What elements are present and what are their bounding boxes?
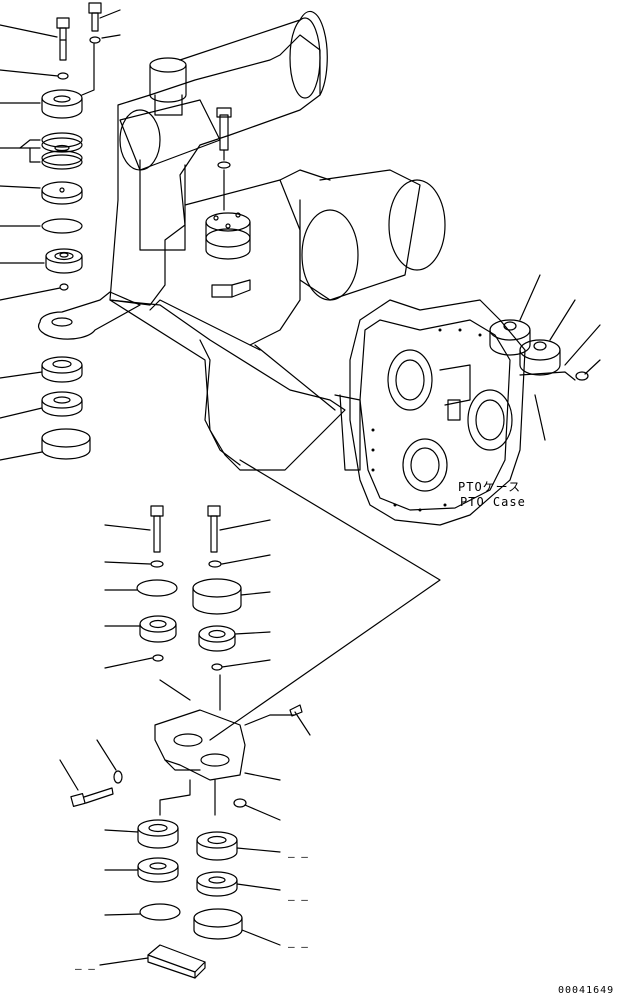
callout-dash-4: – – [75, 962, 95, 975]
leader-lines-lower [59, 519, 311, 966]
mount-bracket-arm [38, 291, 141, 340]
cap-lower-right [192, 578, 242, 615]
collar-lower-left [152, 654, 164, 662]
shim-set [41, 132, 83, 170]
washer-lower-left [150, 560, 164, 568]
mount-lower-left-3 [137, 857, 179, 883]
collar-lower-right [211, 663, 223, 671]
thrust-plate [41, 181, 83, 205]
mount-lower-left-2 [137, 819, 179, 849]
cup-bottom-right [193, 908, 243, 940]
pto-port-upper [387, 349, 433, 411]
mount-lower-right-1 [198, 625, 236, 652]
callout-dash-2: – – [288, 893, 308, 906]
nut-small [233, 798, 247, 808]
valve-assembly [205, 107, 251, 298]
cup-lower [41, 428, 91, 460]
filter-canister-top [119, 99, 221, 171]
plate-lower-left [136, 579, 178, 597]
callout-dash-1: – – [288, 850, 308, 863]
bracket-shim-callout [19, 139, 41, 163]
top-left-parts-stack [0, 2, 141, 461]
pto-port-lower [402, 438, 448, 492]
washer-lower-right [208, 560, 222, 568]
lower-mount-stack [59, 505, 311, 979]
transmission-housing [109, 10, 446, 741]
bolt-top-left-1 [56, 17, 70, 61]
rubber-mount-upper [45, 248, 83, 274]
pto-port-right [467, 389, 513, 451]
stopper-block [147, 944, 206, 979]
mount-lower-left-1 [139, 615, 177, 643]
rubber-mount-lower-1 [41, 356, 83, 383]
washer-side [113, 770, 123, 784]
pto-mount-assembly [489, 319, 589, 381]
filter-canister-upper [299, 169, 446, 301]
bolt-lower-left [150, 505, 164, 553]
pto-case-label-jp: PTOケース [458, 480, 522, 494]
lower-bracket [154, 709, 246, 781]
washer-top-left-1 [89, 36, 101, 44]
mount-lower-right-2 [196, 831, 238, 861]
pto-case [334, 274, 601, 526]
plate-bottom-left [139, 903, 181, 921]
collar-small [59, 283, 69, 291]
pin-small [289, 704, 303, 717]
drawing-number: 00041649 [558, 985, 615, 996]
bolt-top-left-2 [88, 2, 102, 32]
mount-lower-right-3 [196, 871, 238, 897]
callout-dash-3: – – [288, 940, 308, 953]
leader-to-lower-mount [209, 459, 441, 741]
plate-disk [41, 218, 83, 234]
leader-lines-pto [519, 274, 601, 441]
bolt-lower-right [207, 505, 221, 553]
rubber-mount-lower-2 [41, 391, 83, 417]
pto-bolt-holes [371, 328, 482, 512]
washer-top-left-2 [57, 72, 69, 80]
breather-cap [149, 57, 187, 116]
bolt-side [70, 787, 114, 807]
flange-plate [41, 89, 83, 119]
pto-case-label-en: PTO Case [460, 495, 526, 509]
